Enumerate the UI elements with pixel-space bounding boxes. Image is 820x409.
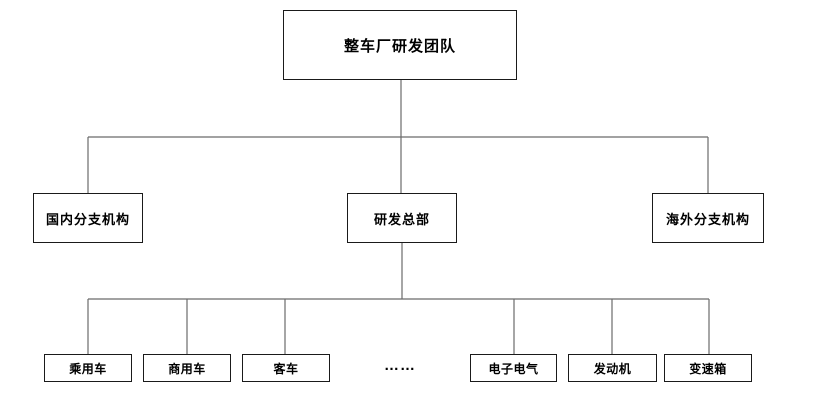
org-node-bus: 客车 (242, 354, 330, 382)
org-node-gearbox: 变速箱 (664, 354, 752, 382)
org-node-electronics-electrical: 电子电气 (470, 354, 557, 382)
org-node-commercial-vehicle: 商用车 (143, 354, 231, 382)
org-node-root: 整车厂研发团队 (283, 10, 517, 80)
org-node-rd-headquarters: 研发总部 (347, 193, 457, 243)
org-node-passenger-vehicle: 乘用车 (44, 354, 132, 382)
org-ellipsis: …… (384, 356, 416, 374)
org-node-engine: 发动机 (568, 354, 657, 382)
org-node-overseas-branches: 海外分支机构 (652, 193, 764, 243)
org-node-domestic-branches: 国内分支机构 (33, 193, 143, 243)
